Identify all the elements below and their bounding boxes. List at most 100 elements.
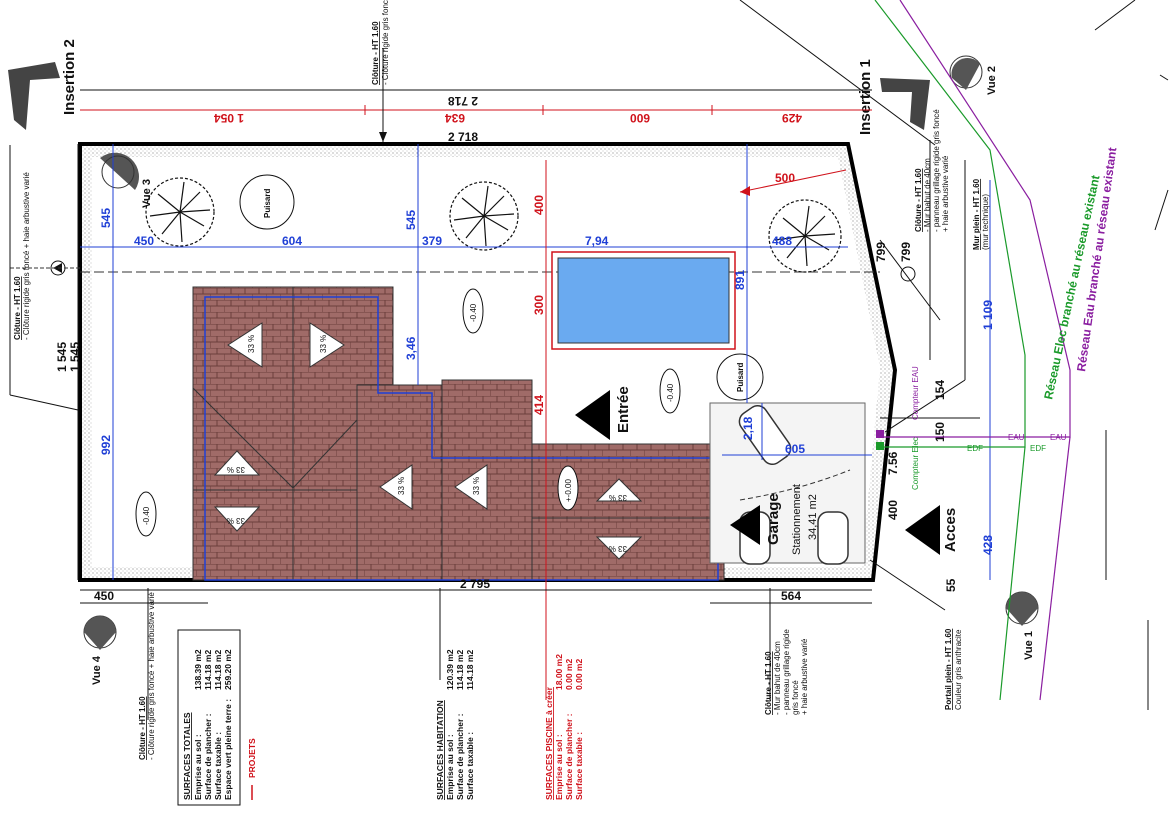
svg-text:891: 891 bbox=[733, 270, 747, 290]
compteur-elec: Compteur Elec bbox=[876, 437, 920, 490]
svg-text:379: 379 bbox=[422, 234, 442, 248]
svg-text:114.18 m2: 114.18 m2 bbox=[213, 650, 223, 690]
svg-text:Garage: Garage bbox=[765, 493, 782, 545]
svg-text:414: 414 bbox=[532, 395, 546, 415]
svg-text:500: 500 bbox=[775, 171, 795, 185]
svg-text:154: 154 bbox=[933, 380, 947, 400]
svg-text:-0.40: -0.40 bbox=[142, 506, 151, 525]
insertion-2-marker: Insertion 2 bbox=[8, 39, 78, 130]
svg-text:7,94: 7,94 bbox=[585, 234, 609, 248]
svg-text:55: 55 bbox=[944, 578, 958, 592]
svg-text:3,46: 3,46 bbox=[404, 336, 418, 360]
portail-note: Portail plein - HT 1.60 Couleur gris ant… bbox=[869, 559, 963, 710]
svg-text:2,18: 2,18 bbox=[741, 416, 755, 440]
svg-text:1 054: 1 054 bbox=[214, 111, 244, 125]
svg-text:Vue 1: Vue 1 bbox=[1023, 631, 1035, 660]
slope-label: 33 % bbox=[319, 335, 328, 353]
svg-text:7.56: 7.56 bbox=[886, 451, 900, 475]
svg-text:EAU: EAU bbox=[1050, 433, 1067, 442]
svg-text:799: 799 bbox=[899, 242, 913, 262]
network-elec: EDF EDF bbox=[874, 0, 1046, 701]
cloture-bl-note: Clôture - HT 1.60 - Clôture rigide gris … bbox=[138, 592, 156, 760]
svg-text:1 545: 1 545 bbox=[68, 342, 82, 372]
tree-icon bbox=[145, 177, 842, 273]
svg-text:SURFACES HABITATION: SURFACES HABITATION bbox=[435, 700, 445, 800]
vue-4-marker: Vue 4 bbox=[83, 615, 117, 685]
svg-text:Entrée: Entrée bbox=[615, 386, 632, 433]
svg-text:Clôture - HT 1.60: Clôture - HT 1.60 bbox=[914, 168, 923, 232]
svg-text:Compteur EAU: Compteur EAU bbox=[911, 366, 920, 420]
svg-text:EDF: EDF bbox=[967, 444, 983, 453]
svg-text:+-0.00: +-0.00 bbox=[564, 479, 573, 502]
svg-text:- Mur bahut de 40cm: - Mur bahut de 40cm bbox=[923, 158, 932, 232]
puisard-2: Puisard bbox=[716, 353, 764, 401]
svg-text:Stationnement: Stationnement bbox=[791, 484, 803, 555]
svg-text:Mur plein - HT 1.60: Mur plein - HT 1.60 bbox=[972, 178, 981, 250]
svg-text:488: 488 bbox=[772, 234, 792, 248]
svg-text:Portail plein - HT 1.60: Portail plein - HT 1.60 bbox=[944, 628, 953, 710]
svg-text:Compteur Elec: Compteur Elec bbox=[911, 437, 920, 490]
svg-text:Vue 3: Vue 3 bbox=[141, 179, 153, 208]
svg-text:- panneau grillage rigide gris: - panneau grillage rigide gris foncé bbox=[932, 109, 941, 232]
table-surfaces-habitation: SURFACES HABITATION Emprise au sol : 120… bbox=[435, 649, 475, 800]
red-dimensions: 400 300 414 500 bbox=[532, 160, 847, 700]
svg-text:564: 564 bbox=[781, 589, 801, 603]
road-edges bbox=[739, 0, 1169, 710]
svg-text:Puisard: Puisard bbox=[263, 189, 272, 218]
top-dimensions: 2 718 1 054 634 600 429 2 718 bbox=[80, 48, 872, 144]
svg-text:Vue 2: Vue 2 bbox=[986, 66, 998, 95]
puisard-1: Puisard bbox=[239, 174, 295, 230]
slope-label: 33 % bbox=[227, 465, 245, 474]
cloture-right-note: Clôture - HT 1.60 - Mur bahut de 40cm - … bbox=[914, 109, 950, 360]
slope-label: 33 % bbox=[227, 516, 245, 525]
svg-text:EDF: EDF bbox=[1030, 444, 1046, 453]
svg-text:400: 400 bbox=[886, 500, 900, 520]
mur-plein-note: Mur plein - HT 1.60 (mur technique) bbox=[884, 160, 990, 433]
cloture-top-note: Clôture - HT 1.60 - Clôture rigide gris … bbox=[371, 0, 390, 85]
roof-slope-markers: 33 % 33 % 33 % 33 % 33 % 33 % 33 % 33 % bbox=[213, 322, 643, 560]
svg-text:605: 605 bbox=[785, 442, 805, 456]
svg-text:Emprise au sol :: Emprise au sol : bbox=[445, 734, 455, 800]
table-surfaces-totales: SURFACES TOTALES Emprise au sol : 138.39… bbox=[177, 629, 257, 806]
slope-label: 33 % bbox=[247, 335, 256, 353]
cloture-left-note: Clôture - HT 1.60 - Clôture rigide gris … bbox=[9, 145, 79, 411]
svg-text:Insertion 1: Insertion 1 bbox=[857, 59, 874, 135]
svg-text:428: 428 bbox=[981, 535, 995, 555]
garage-label: Garage Stationnement 34,41 m2 bbox=[730, 484, 819, 555]
svg-text:799: 799 bbox=[874, 242, 888, 262]
svg-text:Surface taxable :: Surface taxable : bbox=[213, 732, 223, 800]
svg-text:300: 300 bbox=[532, 295, 546, 315]
svg-text:EAU: EAU bbox=[1008, 433, 1025, 442]
blue-dimensions: 450 604 379 7,94 488 545 992 545 3,46 89… bbox=[80, 144, 995, 580]
svg-text:(mur technique): (mur technique) bbox=[981, 194, 990, 250]
svg-text:450: 450 bbox=[134, 234, 154, 248]
svg-text:PROJETS: PROJETS bbox=[247, 738, 257, 778]
svg-text:120.39 m2: 120.39 m2 bbox=[445, 649, 455, 690]
svg-text:400: 400 bbox=[532, 195, 546, 215]
svg-text:138.39 m2: 138.39 m2 bbox=[193, 649, 203, 690]
slope-label: 33 % bbox=[397, 477, 406, 495]
slope-label: 33 % bbox=[609, 544, 627, 553]
svg-text:Acces: Acces bbox=[942, 508, 959, 552]
level-markers: -0.40 -0.40 -0.40 +-0.00 bbox=[135, 288, 681, 537]
svg-text:604: 604 bbox=[282, 234, 302, 248]
vue-1-marker: Vue 1 bbox=[1005, 591, 1039, 660]
svg-text:-0.40: -0.40 bbox=[666, 383, 675, 402]
svg-text:- Mur bahut de 40cm: - Mur bahut de 40cm bbox=[773, 641, 782, 715]
svg-text:634: 634 bbox=[445, 111, 465, 125]
svg-text:150: 150 bbox=[933, 422, 947, 442]
svg-text:- Clôture rigide gris foncé +: - Clôture rigide gris foncé + haie arbus… bbox=[381, 0, 390, 85]
acces-marker: Acces bbox=[905, 505, 959, 555]
right-dimensions: 799 799 7.56 400 154 150 55 bbox=[874, 239, 980, 592]
svg-text:-0.40: -0.40 bbox=[469, 303, 478, 322]
pool-outline bbox=[551, 251, 736, 350]
left-dimensions: 1 545 1 545 bbox=[10, 144, 82, 580]
svg-text:545: 545 bbox=[99, 208, 113, 228]
slope-label: 33 % bbox=[472, 477, 481, 495]
svg-text:429: 429 bbox=[782, 111, 802, 125]
svg-text:Surface taxable :: Surface taxable : bbox=[465, 732, 475, 800]
svg-text:34,41 m2: 34,41 m2 bbox=[807, 494, 819, 540]
pool bbox=[557, 257, 730, 344]
svg-text:+ haie arbustive varié: + haie arbustive varié bbox=[941, 155, 950, 232]
